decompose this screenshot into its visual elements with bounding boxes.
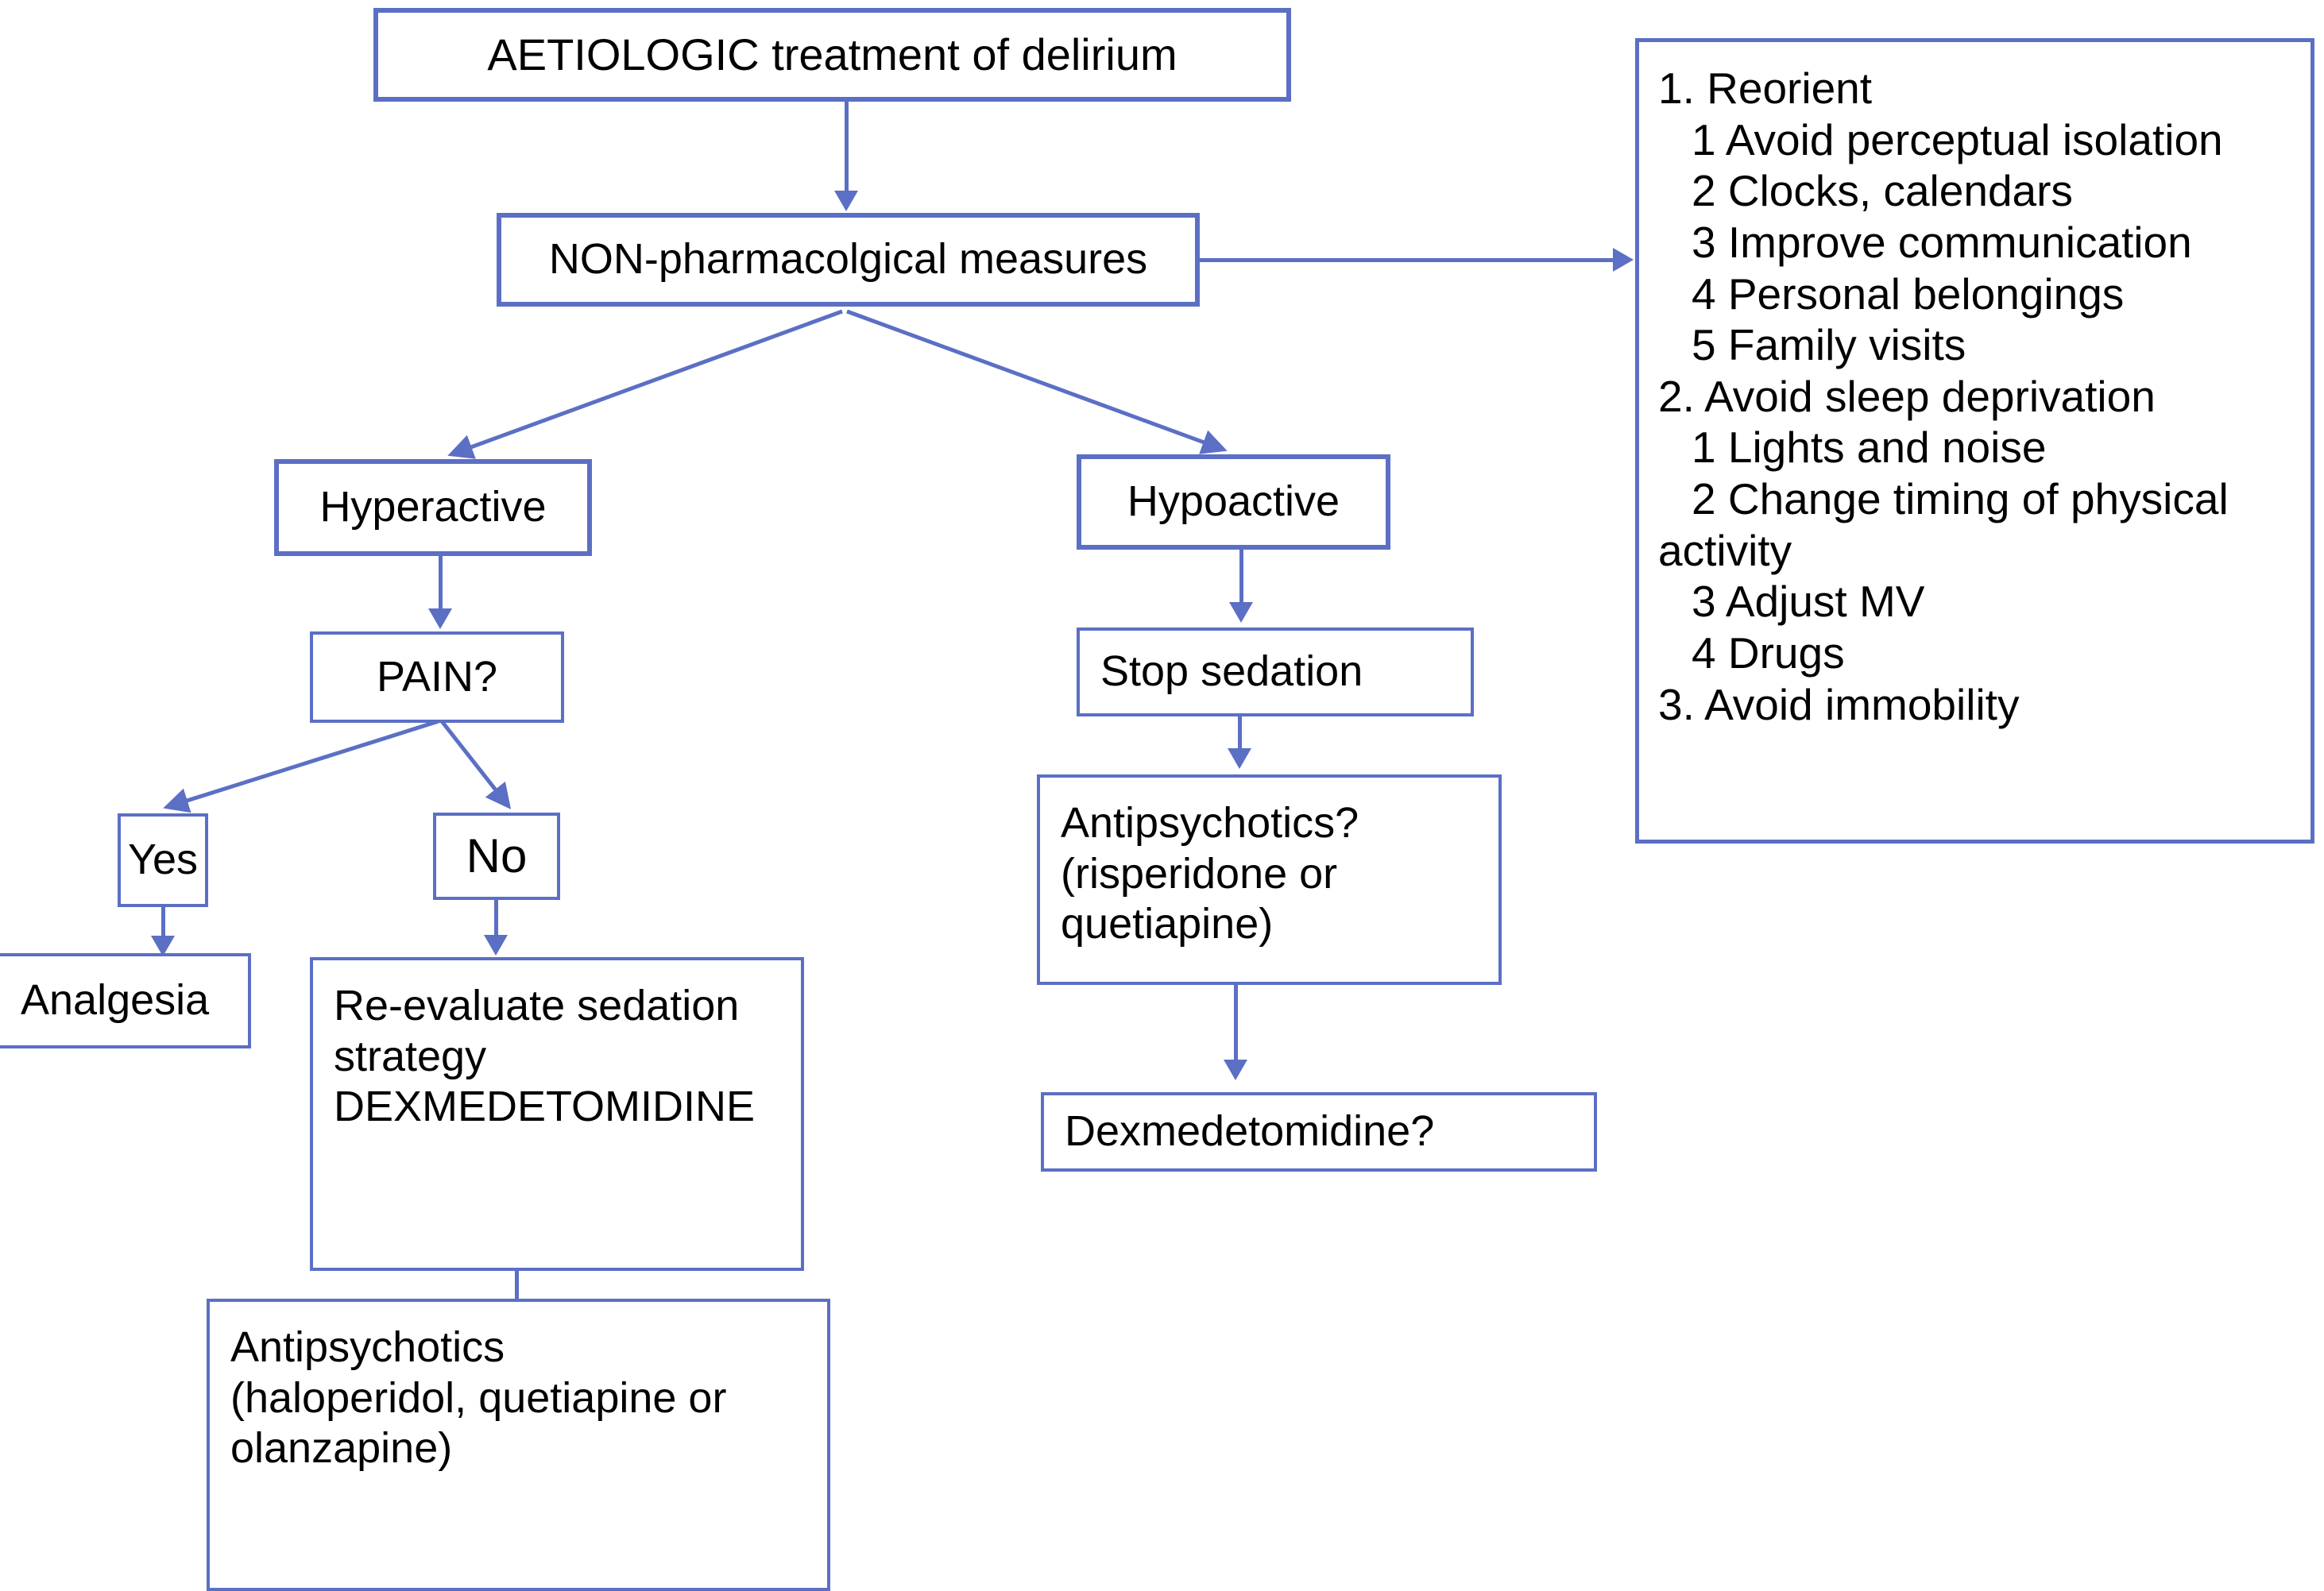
reference-panel-non-pharmacological[interactable]: 1. Reorient 1 Avoid perceptual isolation… [1635,38,2314,844]
connector-yes-to-analgesia [161,907,165,939]
reference-line: 1. Reorient [1658,64,1873,113]
node-dexmedetomidine-question[interactable]: Dexmedetomidine? [1041,1092,1597,1172]
arrowhead-no-to-re-evaluate [484,935,508,956]
connector-title-to-nonpharm [845,102,849,194]
reference-line: 2. Avoid sleep deprivation [1658,371,2156,421]
node-non-pharmacological-measures[interactable]: NON-pharmacolgical measures [497,213,1200,307]
reference-line: 3 Adjust MV [1692,577,1925,627]
connector-hypoactive-to-stop-sedation [1239,550,1243,605]
node-hypoactive[interactable]: Hypoactive [1077,454,1390,550]
node-re-evaluate-sedation[interactable]: Re-evaluate sedation strategy DEXMEDETOM… [310,957,804,1271]
connector-pain-to-no [440,720,512,809]
arrowhead-stop-sedation-to-antipsychotics [1228,748,1251,769]
connector-nonpharm-to-hyperactive [447,309,843,459]
connector-antipsychotics-to-dexmedetomidine [1234,985,1238,1063]
reference-line: 5 Family visits [1692,320,1966,370]
node-antipsychotics-hypoactive[interactable]: Antipsychotics? (risperidone or quetiapi… [1037,774,1502,985]
reference-line: 4 Drugs [1692,628,1845,678]
node-pain-no-label: No [466,828,528,882]
reference-line: 2 Clocks, calendars [1692,166,2073,216]
node-antipsychotics-hypoactive-label: Antipsychotics? (risperidone or quetiapi… [1061,799,1359,948]
node-hyperactive-label: Hyperactive [319,483,547,531]
connector-hyperactive-to-pain [439,556,443,612]
reference-line: activity [1658,525,1792,575]
reference-line: 1 Lights and noise [1692,423,2047,473]
node-dexmedetomidine-question-label: Dexmedetomidine? [1065,1107,1435,1156]
connector-no-to-re-evaluate [494,900,498,938]
connector-nonpharm-to-hypoactive [846,309,1228,454]
node-antipsychotics-hyperactive[interactable]: Antipsychotics (haloperidol, quetiapine … [207,1299,830,1591]
connector-re-evaluate-to-antipsychotics [515,1271,519,1304]
node-pain-yes[interactable]: Yes [118,813,208,907]
reference-line: 3 Improve communication [1692,217,2192,267]
node-stop-sedation[interactable]: Stop sedation [1077,628,1474,716]
reference-line: 1 Avoid perceptual isolation [1692,114,2223,164]
node-non-pharmacological-measures-label: NON-pharmacolgical measures [548,235,1148,284]
arrowhead-hyperactive-to-pain [428,608,452,629]
node-aetiologic-treatment-label: AETIOLOGIC treatment of delirium [487,29,1177,79]
node-aetiologic-treatment[interactable]: AETIOLOGIC treatment of delirium [373,8,1291,102]
node-analgesia-label: Analgesia [21,976,210,1025]
arrowhead-antipsychotics-to-dexmedetomidine [1224,1060,1247,1080]
node-pain-question[interactable]: PAIN? [310,631,564,723]
connector-nonpharm-to-reference-panel [1200,258,1614,262]
arrowhead-title-to-nonpharm [834,191,858,211]
node-hypoactive-label: Hypoactive [1127,477,1340,526]
node-re-evaluate-sedation-label: Re-evaluate sedation strategy DEXMEDETOM… [334,982,756,1131]
node-hyperactive[interactable]: Hyperactive [274,459,592,556]
connector-pain-to-yes [163,719,439,813]
node-pain-yes-label: Yes [127,836,199,884]
node-pain-question-label: PAIN? [376,652,498,701]
node-stop-sedation-label: Stop sedation [1100,647,1363,696]
reference-line: 3. Avoid immobility [1658,679,2020,729]
node-analgesia[interactable]: Analgesia [0,953,251,1048]
arrowhead-nonpharm-to-reference-panel [1613,248,1634,272]
node-pain-no[interactable]: No [433,813,560,900]
reference-line: 4 Personal belongings [1692,268,2125,319]
arrowhead-hypoactive-to-stop-sedation [1229,602,1253,623]
reference-line: 2 Change timing of physical [1692,474,2229,523]
arrowhead-yes-to-analgesia [151,936,175,956]
connector-stop-sedation-to-antipsychotics [1238,716,1242,750]
node-antipsychotics-hyperactive-label: Antipsychotics (haloperidol, quetiapine … [230,1323,727,1473]
